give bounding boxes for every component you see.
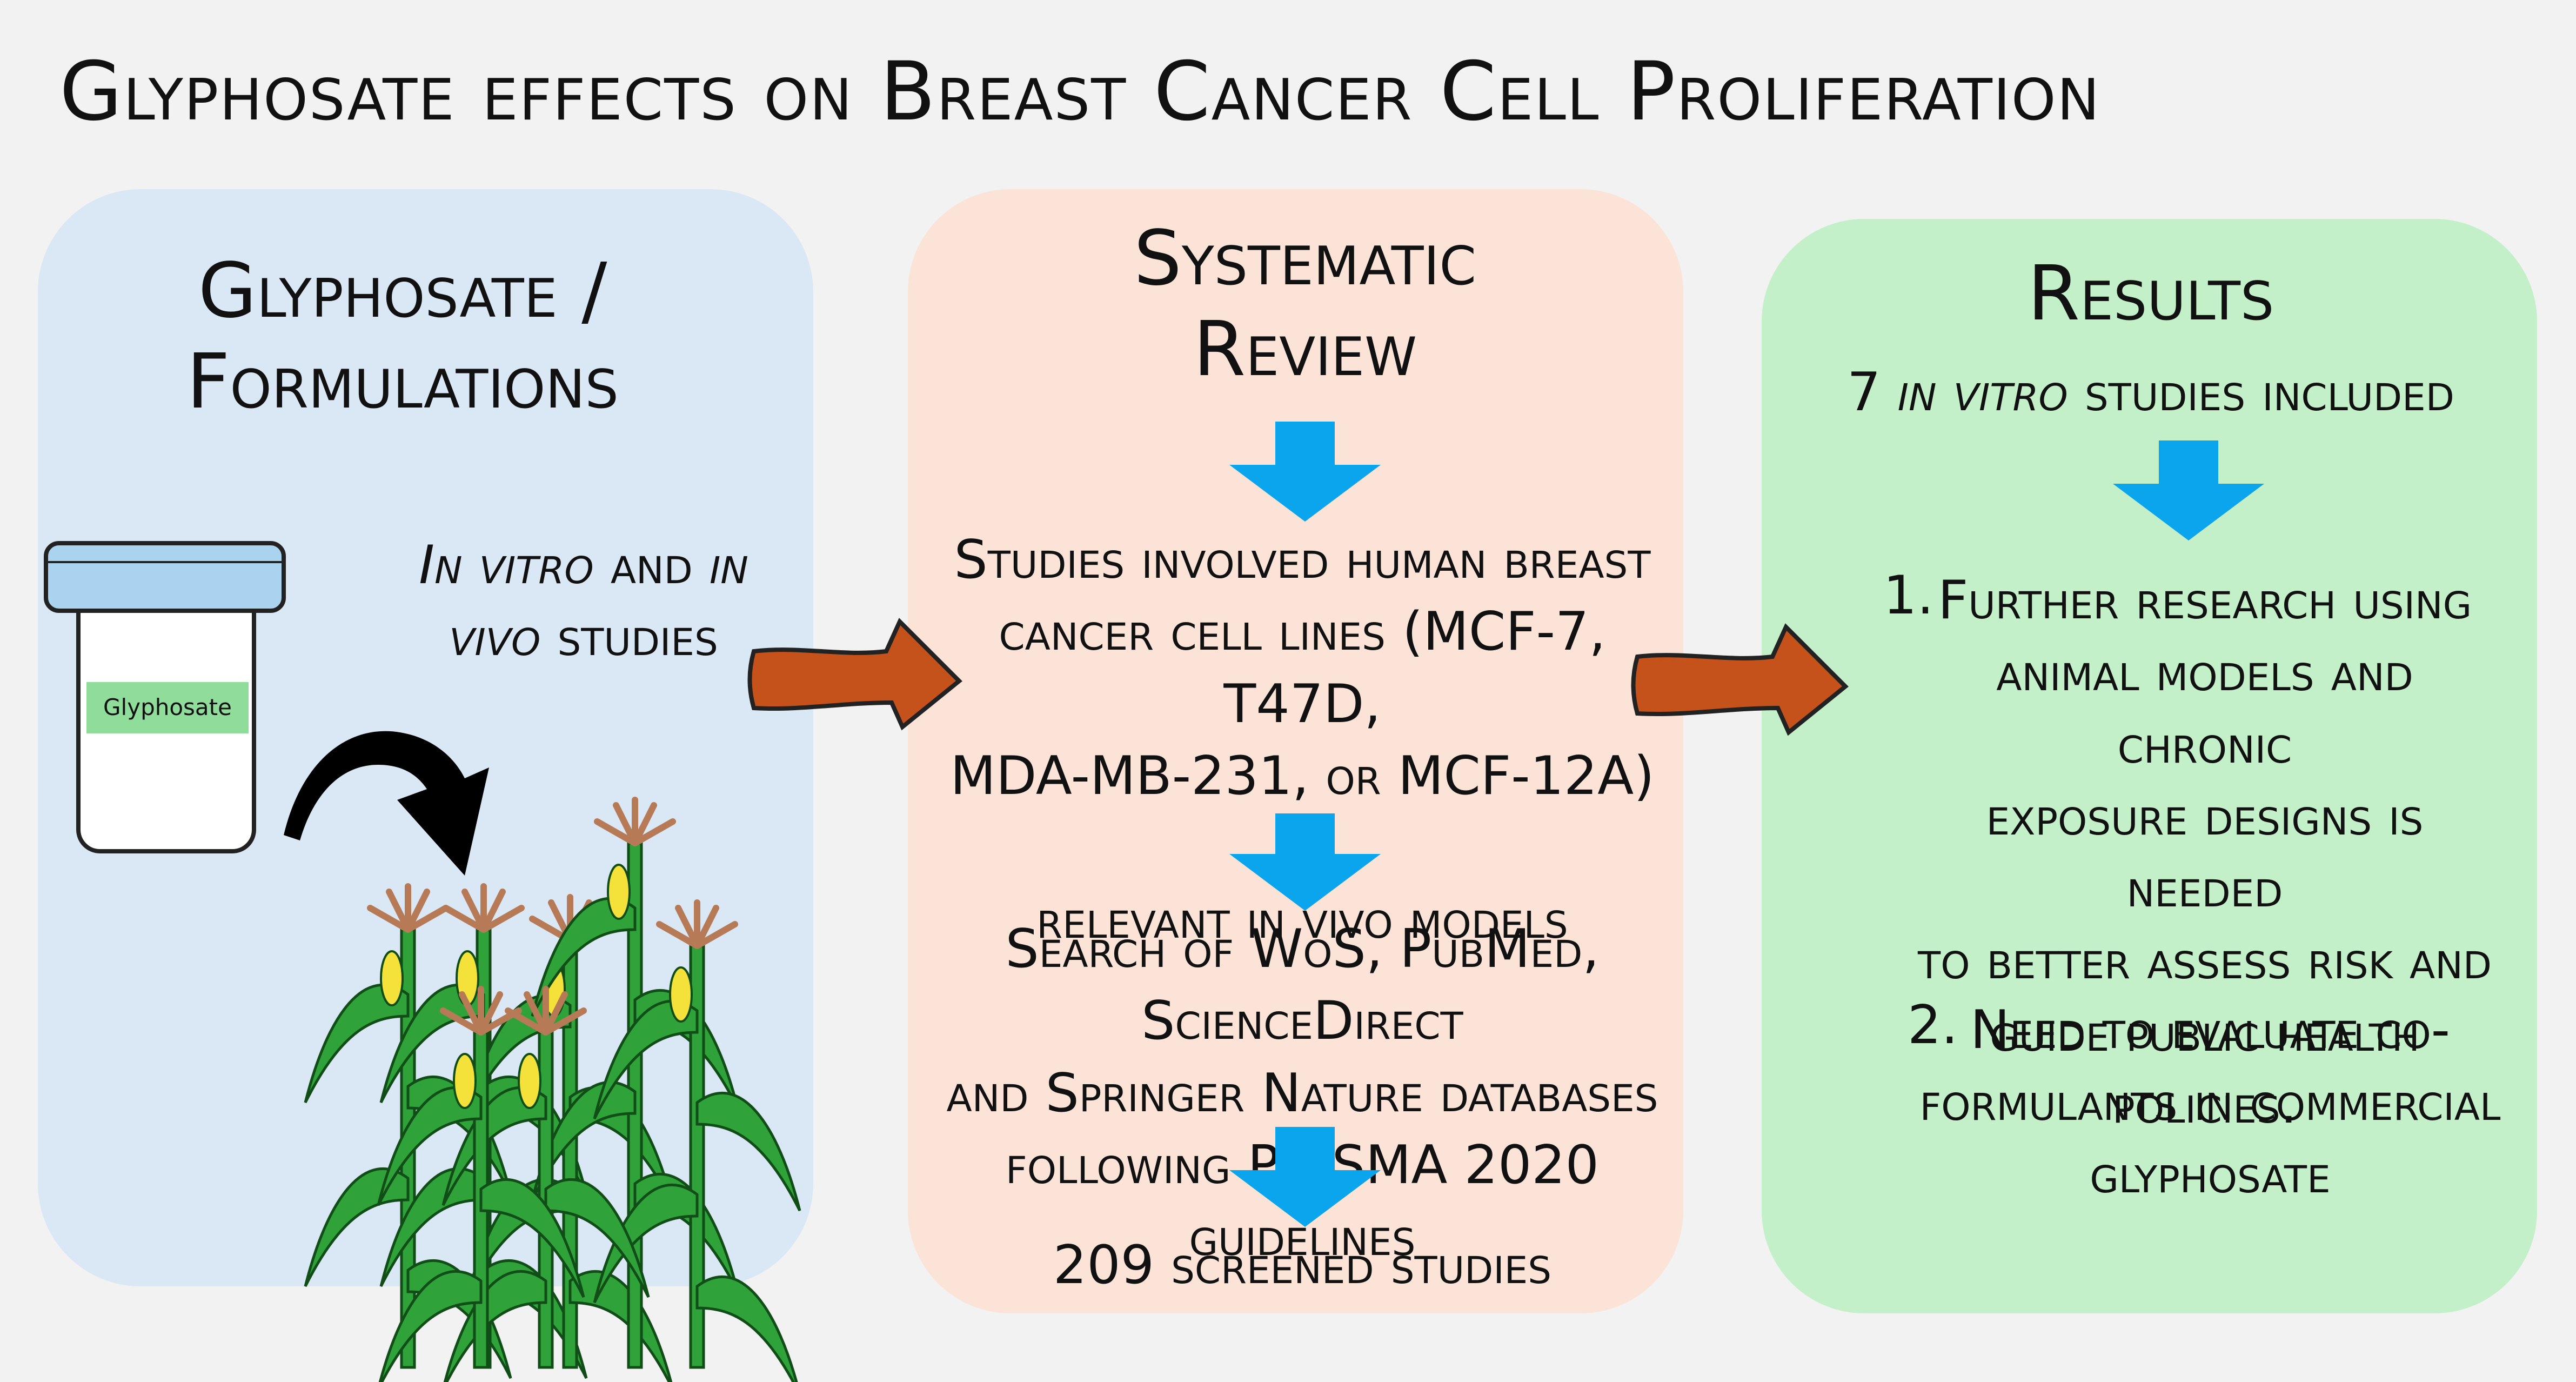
systematic-review-panel: [908, 189, 1683, 1313]
list-number: 1.: [1883, 565, 1934, 626]
recommendation-2-text: Need to evaluate co- formulants in comme…: [1919, 999, 2501, 1205]
page-title: Glyphosate effects on Breast Cancer Cell…: [59, 45, 2101, 139]
screened-studies-text: 209 screened studies: [1053, 1234, 1552, 1296]
results-panel: [1762, 219, 2537, 1313]
results-heading: Results: [2027, 250, 2274, 338]
database-search-text: Search of WoS, PubMed, ScienceDirect and…: [946, 918, 1658, 1268]
glyphosate-heading: Glyphosate / Formulations: [186, 247, 619, 426]
jar-label: Glyphosate: [103, 694, 232, 720]
inclusion-criteria-text: Studies involved human breast cancer cel…: [950, 529, 1655, 951]
recommendation-1-text: Further research using animal models and…: [1918, 570, 2492, 1136]
studies-type-text: In vitro and in vivo studies: [419, 535, 748, 669]
systematic-review-heading: Systematic Review: [1134, 215, 1476, 393]
included-studies-text: 7 in vitro studies included: [1847, 362, 2454, 423]
list-number: 2.: [1908, 994, 1958, 1056]
